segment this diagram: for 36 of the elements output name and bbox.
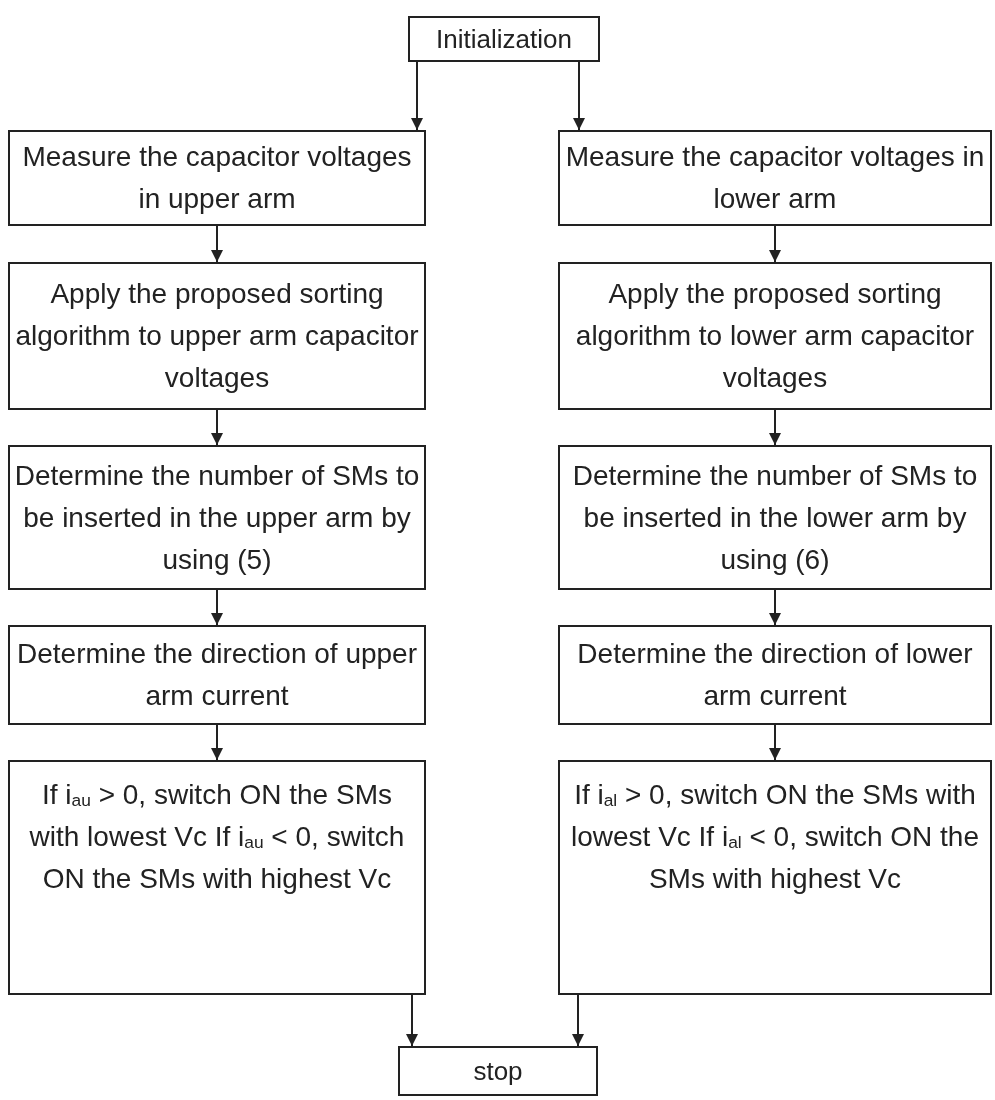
process-box bbox=[8, 760, 426, 995]
box-text: Determine the direction of upper arm current bbox=[16, 637, 418, 713]
terminal-box bbox=[398, 1046, 598, 1096]
arrow bbox=[769, 225, 781, 263]
arrow bbox=[211, 724, 223, 761]
box-text: stop bbox=[473, 1054, 523, 1088]
arrow bbox=[211, 589, 223, 626]
arrow bbox=[211, 225, 223, 263]
box-text: Measure the capacitor voltages in upper arm bbox=[21, 140, 413, 216]
arrow bbox=[211, 409, 223, 446]
box-text: Determine the number of SMs to be inserted in the lower arm by using (6) bbox=[571, 458, 979, 577]
arrow bbox=[573, 61, 585, 131]
process-box bbox=[558, 760, 992, 995]
box-text: Determine the direction of lower arm current bbox=[576, 637, 974, 713]
box-text: Apply the proposed sorting algorithm to upper arm capacitor voltages bbox=[14, 277, 420, 395]
process-box bbox=[558, 130, 992, 226]
process-box bbox=[558, 445, 992, 590]
process-box bbox=[558, 625, 992, 725]
box-text: Initialization bbox=[436, 22, 572, 56]
process-box bbox=[8, 262, 426, 410]
process-box bbox=[8, 445, 426, 590]
box-text: Determine the number of SMs to be inserted in the upper arm by using (5) bbox=[14, 458, 420, 577]
arrow bbox=[769, 409, 781, 446]
arrow bbox=[769, 724, 781, 761]
arrow bbox=[411, 61, 423, 131]
box-text: If i$_{al}$ > 0, switch ON the SMs with lowest Vc If i$_{al}$ < 0, switch ON the SMs with highest Vc bbox=[570, 778, 980, 896]
process-box bbox=[8, 130, 426, 226]
process-box bbox=[558, 262, 992, 410]
arrow bbox=[769, 589, 781, 626]
process-box bbox=[8, 625, 426, 725]
arrow bbox=[572, 994, 584, 1047]
box-text: If i$_{au}$ > 0, switch ON the SMs with lowest Vc If i$_{au}$ < 0, switch ON the SMs with highest Vc bbox=[28, 778, 406, 896]
arrow bbox=[406, 994, 418, 1047]
terminal-box bbox=[408, 16, 600, 62]
box-text: Measure the capacitor voltages in lower arm bbox=[564, 140, 986, 216]
box-text: Apply the proposed sorting algorithm to lower arm capacitor voltages bbox=[574, 277, 976, 395]
